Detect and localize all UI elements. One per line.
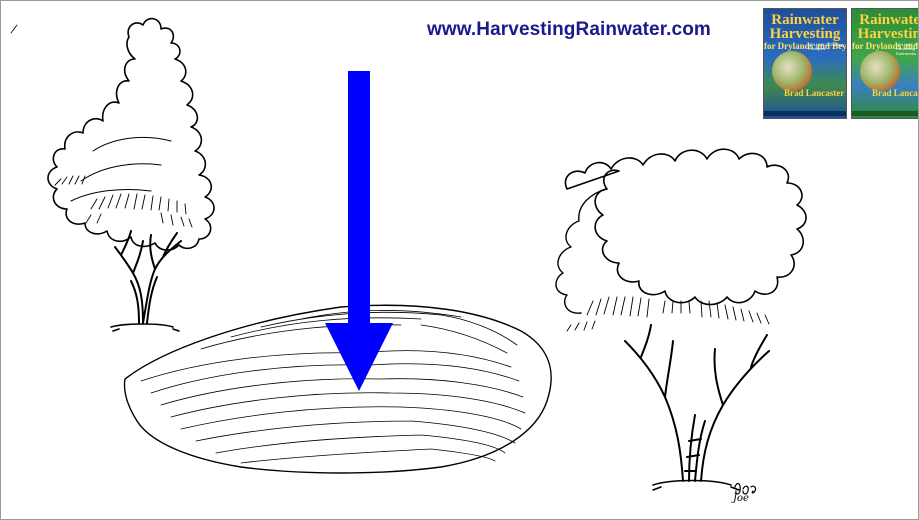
artist-signature: Joe [733, 493, 749, 504]
book-cover-art [860, 51, 900, 91]
tree-left [48, 19, 214, 331]
book-title-line2: Harvesting [764, 27, 846, 42]
book-author: Brad Lancaster [784, 89, 844, 98]
tree-left-canopy-inner-edge [71, 137, 171, 201]
tree-left-trunk [115, 231, 181, 323]
rain-arrow-shape [325, 71, 393, 391]
tree-right-trunk [625, 325, 769, 481]
book-footer-band [764, 111, 846, 116]
tree-left-ground [111, 324, 179, 331]
book-volume-text: VOLUME 2 Water-Harvesting Earthworks [896, 43, 919, 56]
tree-right-ground [653, 481, 739, 491]
book-title-line2: Harvesting [852, 27, 919, 42]
book-footer-band [852, 111, 919, 116]
book-cover-volume-2[interactable]: Rainwater Harvesting for Drylands and Be… [851, 8, 919, 119]
book-cover-art [772, 51, 812, 91]
tree-right [556, 149, 806, 494]
stray-mark [11, 25, 17, 33]
book-author: Brad Lancaster [872, 89, 919, 98]
book-cover-volume-1[interactable]: Rainwater Harvesting for Drylands and Be… [763, 8, 847, 119]
website-url[interactable]: www.HarvestingRainwater.com [427, 19, 711, 41]
rain-arrow [325, 71, 393, 391]
tree-left-hatching [55, 176, 192, 227]
tree-right-canopy-left [556, 189, 607, 313]
tree-left-canopy-outline [48, 19, 214, 250]
tree-right-canopy-outline [565, 149, 806, 304]
book-volume-text: VOLUME 1 Guiding Principles [808, 43, 846, 52]
